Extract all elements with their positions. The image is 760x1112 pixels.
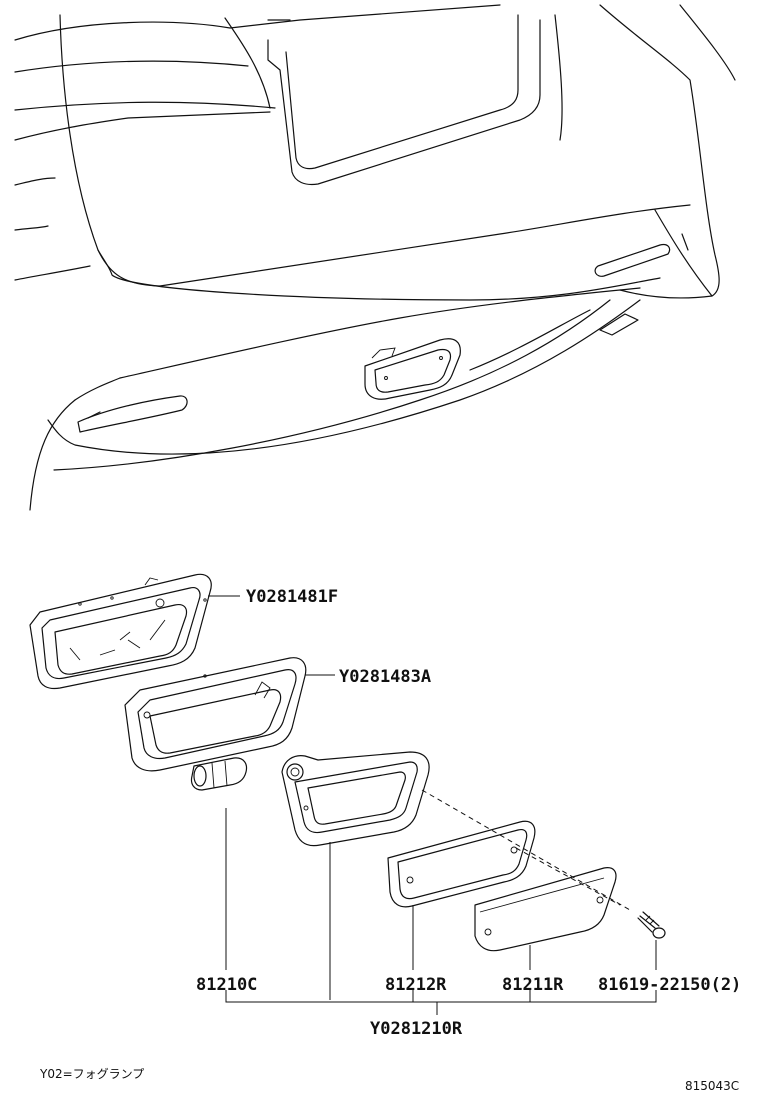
label-assembly: Y0281210R [370,1019,463,1039]
diagram-code: 815043C [685,1079,739,1093]
lamp-bezel-icon [124,657,307,772]
label-screw: 81619-22150(2) [598,975,741,995]
assembly-dashed-lines [421,789,631,911]
label-lens: 81211R [502,975,564,995]
label-frame-upper: Y0281481F [246,587,338,607]
lens-icon [474,867,617,952]
footnote: Y02=フォグランプ [39,1067,144,1081]
lamp-frame-icon [29,573,212,690]
label-gasket: 81212R [385,975,447,995]
bulb-icon [190,757,248,791]
rear-bumper-illustration [14,4,736,511]
lamp-housing-icon [281,751,430,847]
gasket-icon [387,820,536,908]
screw-icon [637,911,666,939]
label-bulb: 81210C [196,975,257,995]
label-frame-lower: Y0281483A [339,667,431,687]
leader-lines [208,595,657,1015]
